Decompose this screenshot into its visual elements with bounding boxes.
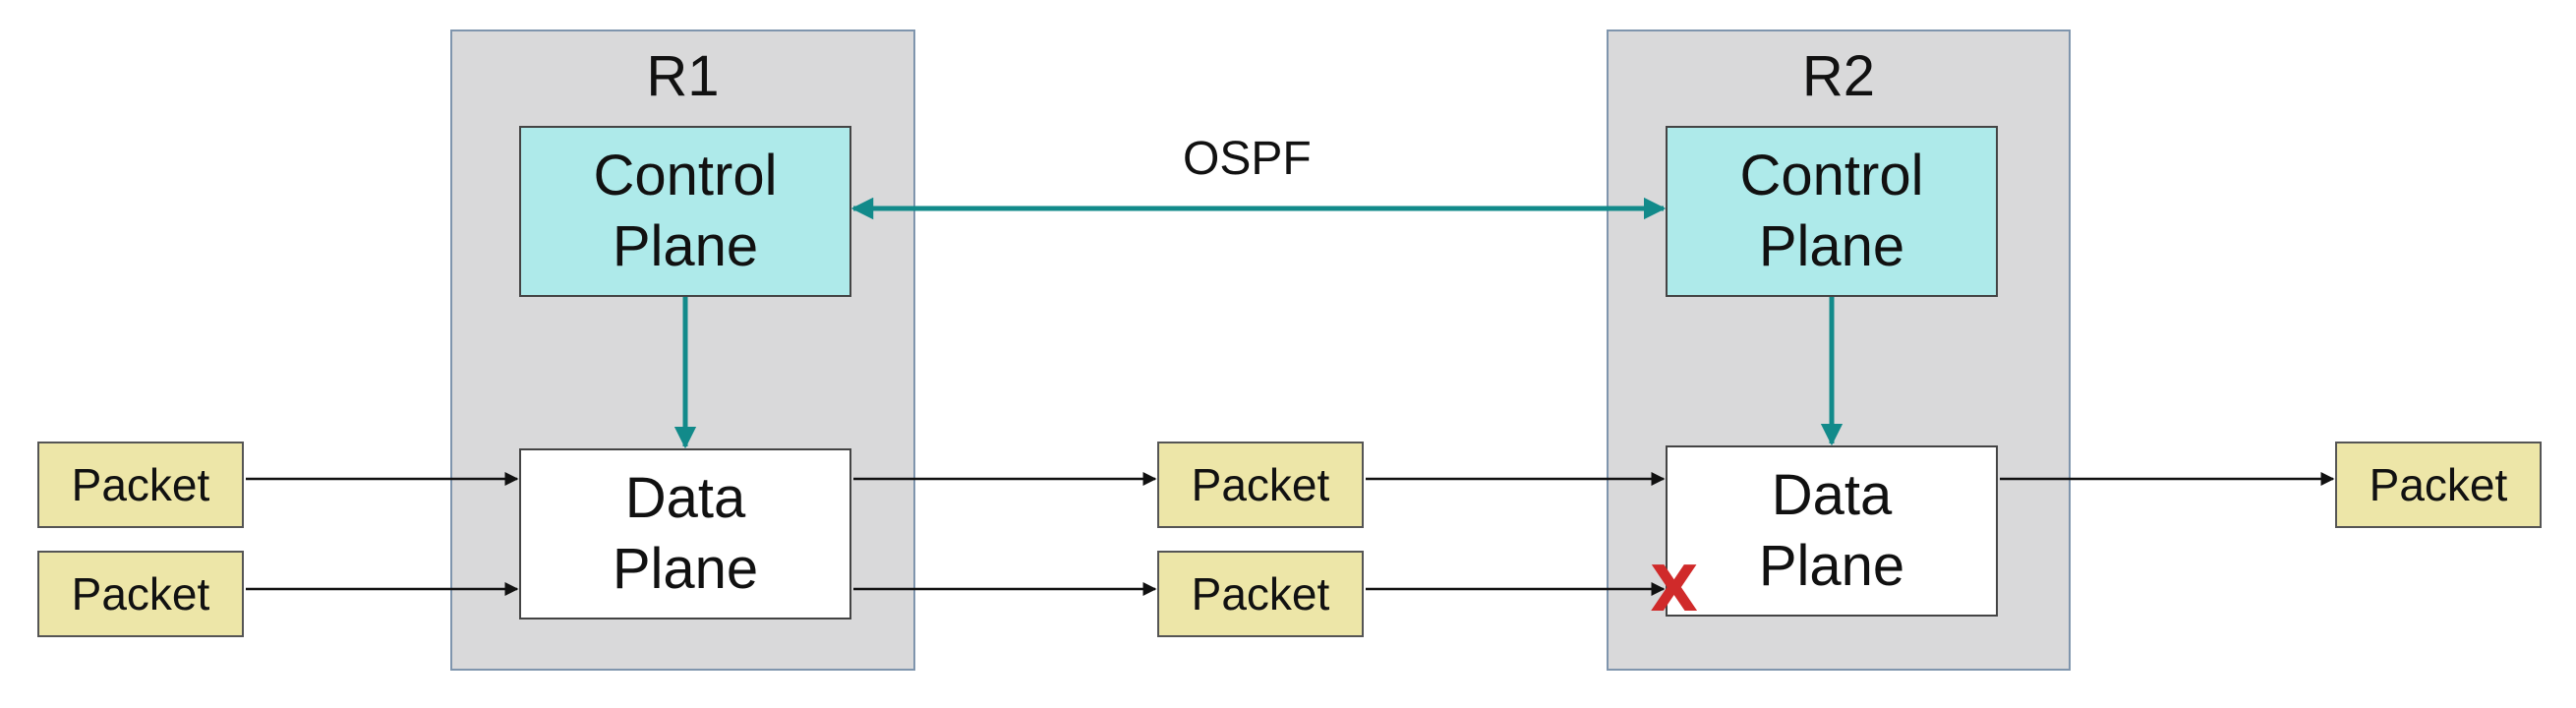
r2-data-plane-line1: Data	[1771, 462, 1893, 527]
r2-control-plane-line1: Control	[1739, 143, 1924, 207]
packet-mid-bottom: Packet	[1157, 551, 1364, 637]
r1-data-plane: Data Plane	[519, 448, 851, 620]
r2-data-plane: Data Plane	[1666, 445, 1998, 617]
router-r2-label: R2	[1801, 44, 1876, 108]
router-r1-label: R1	[646, 44, 720, 108]
r1-control-plane-line1: Control	[593, 143, 778, 207]
packet-out: Packet	[2335, 442, 2542, 528]
ospf-label: OSPF	[1183, 133, 1312, 185]
r1-data-plane-line2: Plane	[612, 537, 759, 601]
r2-control-plane-line2: Plane	[1758, 214, 1905, 278]
r2-data-plane-line2: Plane	[1758, 534, 1905, 598]
packet-mid-top: Packet	[1157, 442, 1364, 528]
r2-control-plane: Control Plane	[1666, 126, 1998, 297]
r1-data-plane-line1: Data	[624, 465, 746, 530]
r1-control-plane-line2: Plane	[612, 214, 759, 278]
packet-drop-mark: X	[1650, 554, 1699, 626]
r1-control-plane: Control Plane	[519, 126, 851, 297]
packet-in-top: Packet	[37, 442, 244, 528]
packet-in-bottom: Packet	[37, 551, 244, 637]
